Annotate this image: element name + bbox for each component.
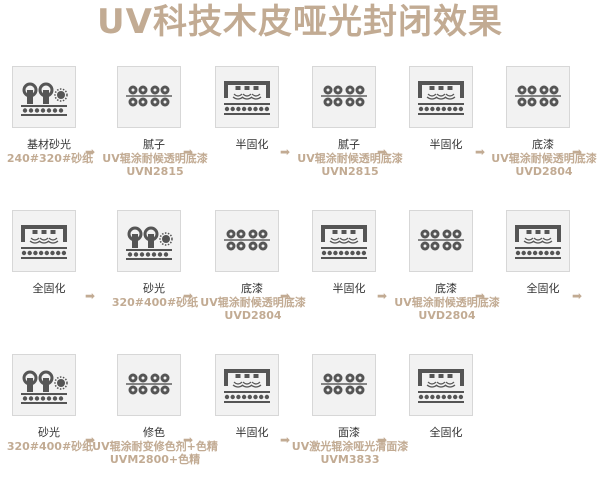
uv-curing-lamp-icon bbox=[512, 219, 564, 263]
flow-arrow-icon: ➡ bbox=[475, 289, 486, 303]
step-material: 320#400#砂纸 bbox=[87, 296, 223, 309]
roller-coater-icon bbox=[123, 75, 175, 119]
step-label: 砂光 bbox=[38, 426, 60, 439]
step-material: 320#400#砂纸 bbox=[0, 440, 118, 453]
step-label: 底漆 bbox=[241, 282, 263, 295]
material-line: UV辊涂耐候透明底漆 bbox=[491, 152, 597, 165]
step-label: 半固化 bbox=[235, 426, 269, 439]
material-line: UVM2800+色精 bbox=[109, 453, 201, 466]
flow-arrow-icon: ➡ bbox=[572, 289, 583, 303]
uv-curing-lamp-icon bbox=[318, 219, 370, 263]
flow-arrow-icon: ➡ bbox=[280, 145, 291, 159]
equipment-tile bbox=[506, 210, 570, 272]
equipment-tile bbox=[117, 354, 181, 416]
step-label: 全固化 bbox=[526, 282, 560, 295]
equipment-tile bbox=[409, 210, 473, 272]
material-line: UV辊涂耐候透明底漆 bbox=[200, 296, 306, 309]
step-label: 底漆 bbox=[532, 138, 554, 151]
material-line: UV辊涂耐变修色剂+色精 bbox=[92, 440, 218, 453]
step-label: 全固化 bbox=[32, 282, 66, 295]
sanding-machine-icon bbox=[18, 75, 70, 119]
uv-curing-lamp-icon bbox=[415, 75, 467, 119]
flow-arrow-icon: ➡ bbox=[183, 289, 194, 303]
equipment-tile bbox=[409, 66, 473, 128]
uv-curing-lamp-icon bbox=[221, 363, 273, 407]
material-line: UV辊涂耐候透明底漆 bbox=[394, 296, 500, 309]
step-label: 全固化 bbox=[429, 426, 463, 439]
step-material: 240#320#砂纸 bbox=[0, 152, 118, 165]
material-line: UV辊涂耐候透明底漆 bbox=[297, 152, 403, 165]
flow-arrow-icon: ➡ bbox=[85, 433, 96, 447]
equipment-tile bbox=[312, 66, 376, 128]
roller-coater-icon bbox=[221, 219, 273, 263]
material-line: UVD2804 bbox=[515, 165, 573, 178]
step-label: 半固化 bbox=[235, 138, 269, 151]
flow-arrow-icon: ➡ bbox=[377, 289, 388, 303]
sanding-machine-icon bbox=[123, 219, 175, 263]
material-line: UVM3833 bbox=[320, 453, 380, 466]
material-line: UVD2804 bbox=[224, 309, 282, 322]
flow-arrow-icon: ➡ bbox=[85, 145, 96, 159]
roller-coater-icon bbox=[512, 75, 564, 119]
equipment-tile bbox=[215, 66, 279, 128]
step-label: 腻子 bbox=[143, 138, 165, 151]
roller-coater-icon bbox=[415, 219, 467, 263]
equipment-tile bbox=[215, 354, 279, 416]
material-line: UV激光辊涂哑光清面漆 bbox=[291, 440, 409, 453]
equipment-tile bbox=[506, 66, 570, 128]
roller-coater-icon bbox=[123, 363, 175, 407]
flow-arrow-icon: ➡ bbox=[183, 433, 194, 447]
flow-arrow-icon: ➡ bbox=[475, 145, 486, 159]
step-label: 修色 bbox=[143, 426, 165, 439]
uv-curing-lamp-icon bbox=[221, 75, 273, 119]
roller-coater-icon bbox=[318, 75, 370, 119]
equipment-tile bbox=[215, 210, 279, 272]
material-line: UVN2815 bbox=[126, 165, 184, 178]
material-line: UVN2815 bbox=[321, 165, 379, 178]
flow-arrow-icon: ➡ bbox=[280, 289, 291, 303]
flow-arrow-icon: ➡ bbox=[183, 145, 194, 159]
equipment-tile bbox=[312, 210, 376, 272]
flow-arrow-icon: ➡ bbox=[280, 433, 291, 447]
equipment-tile bbox=[12, 66, 76, 128]
roller-coater-icon bbox=[318, 363, 370, 407]
step-label: 基材砂光 bbox=[27, 138, 71, 151]
material-line: UVD2804 bbox=[418, 309, 476, 322]
flow-arrow-icon: ➡ bbox=[572, 145, 583, 159]
material-line: 320#400#砂纸 bbox=[6, 440, 94, 453]
flow-arrow-icon: ➡ bbox=[85, 289, 96, 303]
step-label: 底漆 bbox=[435, 282, 457, 295]
page-title: UV科技木皮哑光封闭效果 bbox=[97, 2, 503, 42]
material-line: 320#400#砂纸 bbox=[111, 296, 199, 309]
step-label: 半固化 bbox=[332, 282, 366, 295]
step-label: 腻子 bbox=[338, 138, 360, 151]
uv-curing-lamp-icon bbox=[415, 363, 467, 407]
flow-arrow-icon: ➡ bbox=[377, 433, 388, 447]
uv-curing-lamp-icon bbox=[18, 219, 70, 263]
equipment-tile bbox=[117, 66, 181, 128]
equipment-tile bbox=[12, 354, 76, 416]
equipment-tile bbox=[312, 354, 376, 416]
equipment-tile bbox=[12, 210, 76, 272]
material-line: UV辊涂耐候透明底漆 bbox=[102, 152, 208, 165]
step-label: 砂光 bbox=[143, 282, 165, 295]
material-line: 240#320#砂纸 bbox=[6, 152, 94, 165]
step-label: 半固化 bbox=[429, 138, 463, 151]
step-label: 面漆 bbox=[338, 426, 360, 439]
equipment-tile bbox=[409, 354, 473, 416]
sanding-machine-icon bbox=[18, 363, 70, 407]
equipment-tile bbox=[117, 210, 181, 272]
flow-arrow-icon: ➡ bbox=[377, 145, 388, 159]
